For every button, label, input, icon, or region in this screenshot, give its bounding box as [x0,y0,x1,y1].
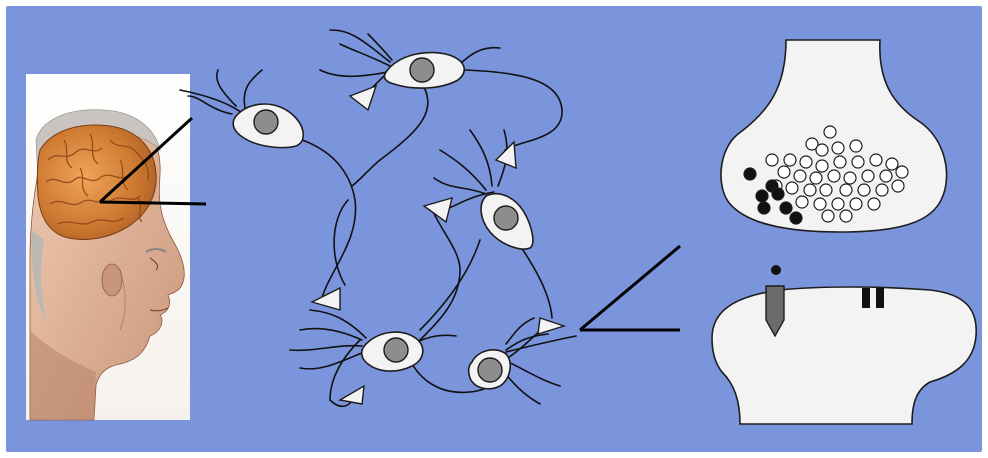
vesicle-empty [824,126,836,138]
vesicle-empty [840,210,852,222]
vesicle-empty [896,166,908,178]
ear [102,264,122,296]
vesicle-empty [840,184,852,196]
vesicle-empty [800,156,812,168]
vesicle-filled [790,212,802,224]
vesicle-empty [892,180,904,192]
vesicle-filled [758,202,770,214]
neurotransmitter-molecule [771,265,781,275]
vesicle-empty [868,198,880,210]
vesicle-empty [844,172,856,184]
vesicle-empty [876,184,888,196]
vesicle-empty [814,198,826,210]
ion-channel-right [876,288,884,308]
vesicle-empty [816,160,828,172]
vesicle-empty [834,156,846,168]
vesicle-empty [832,198,844,210]
vesicle-empty [778,166,790,178]
vesicle-empty [786,182,798,194]
vesicle-empty [804,184,816,196]
vesicle-empty [794,170,806,182]
vesicle-filled [756,190,768,202]
ion-channel-left [862,288,870,308]
vesicle-empty [858,184,870,196]
vesicle-filled [744,168,756,180]
vesicle-empty [766,154,778,166]
vesicle-filled [780,202,792,214]
vesicle-empty [862,170,874,182]
vesicle-filled [772,188,784,200]
vesicle-empty [816,144,828,156]
vesicle-empty [810,172,822,184]
vesicle-empty [850,140,862,152]
vesicle-empty [886,158,898,170]
vesicle-empty [852,156,864,168]
vesicle-empty [880,170,892,182]
human-head-with-brain-icon [26,74,190,420]
vesicle-empty [820,184,832,196]
vesicle-empty [796,196,808,208]
vesicle-empty [784,154,796,166]
vesicle-empty [850,198,862,210]
vesicle-empty [870,154,882,166]
vesicle-empty [832,142,844,154]
vesicle-empty [822,210,834,222]
vesicle-empty [828,170,840,182]
